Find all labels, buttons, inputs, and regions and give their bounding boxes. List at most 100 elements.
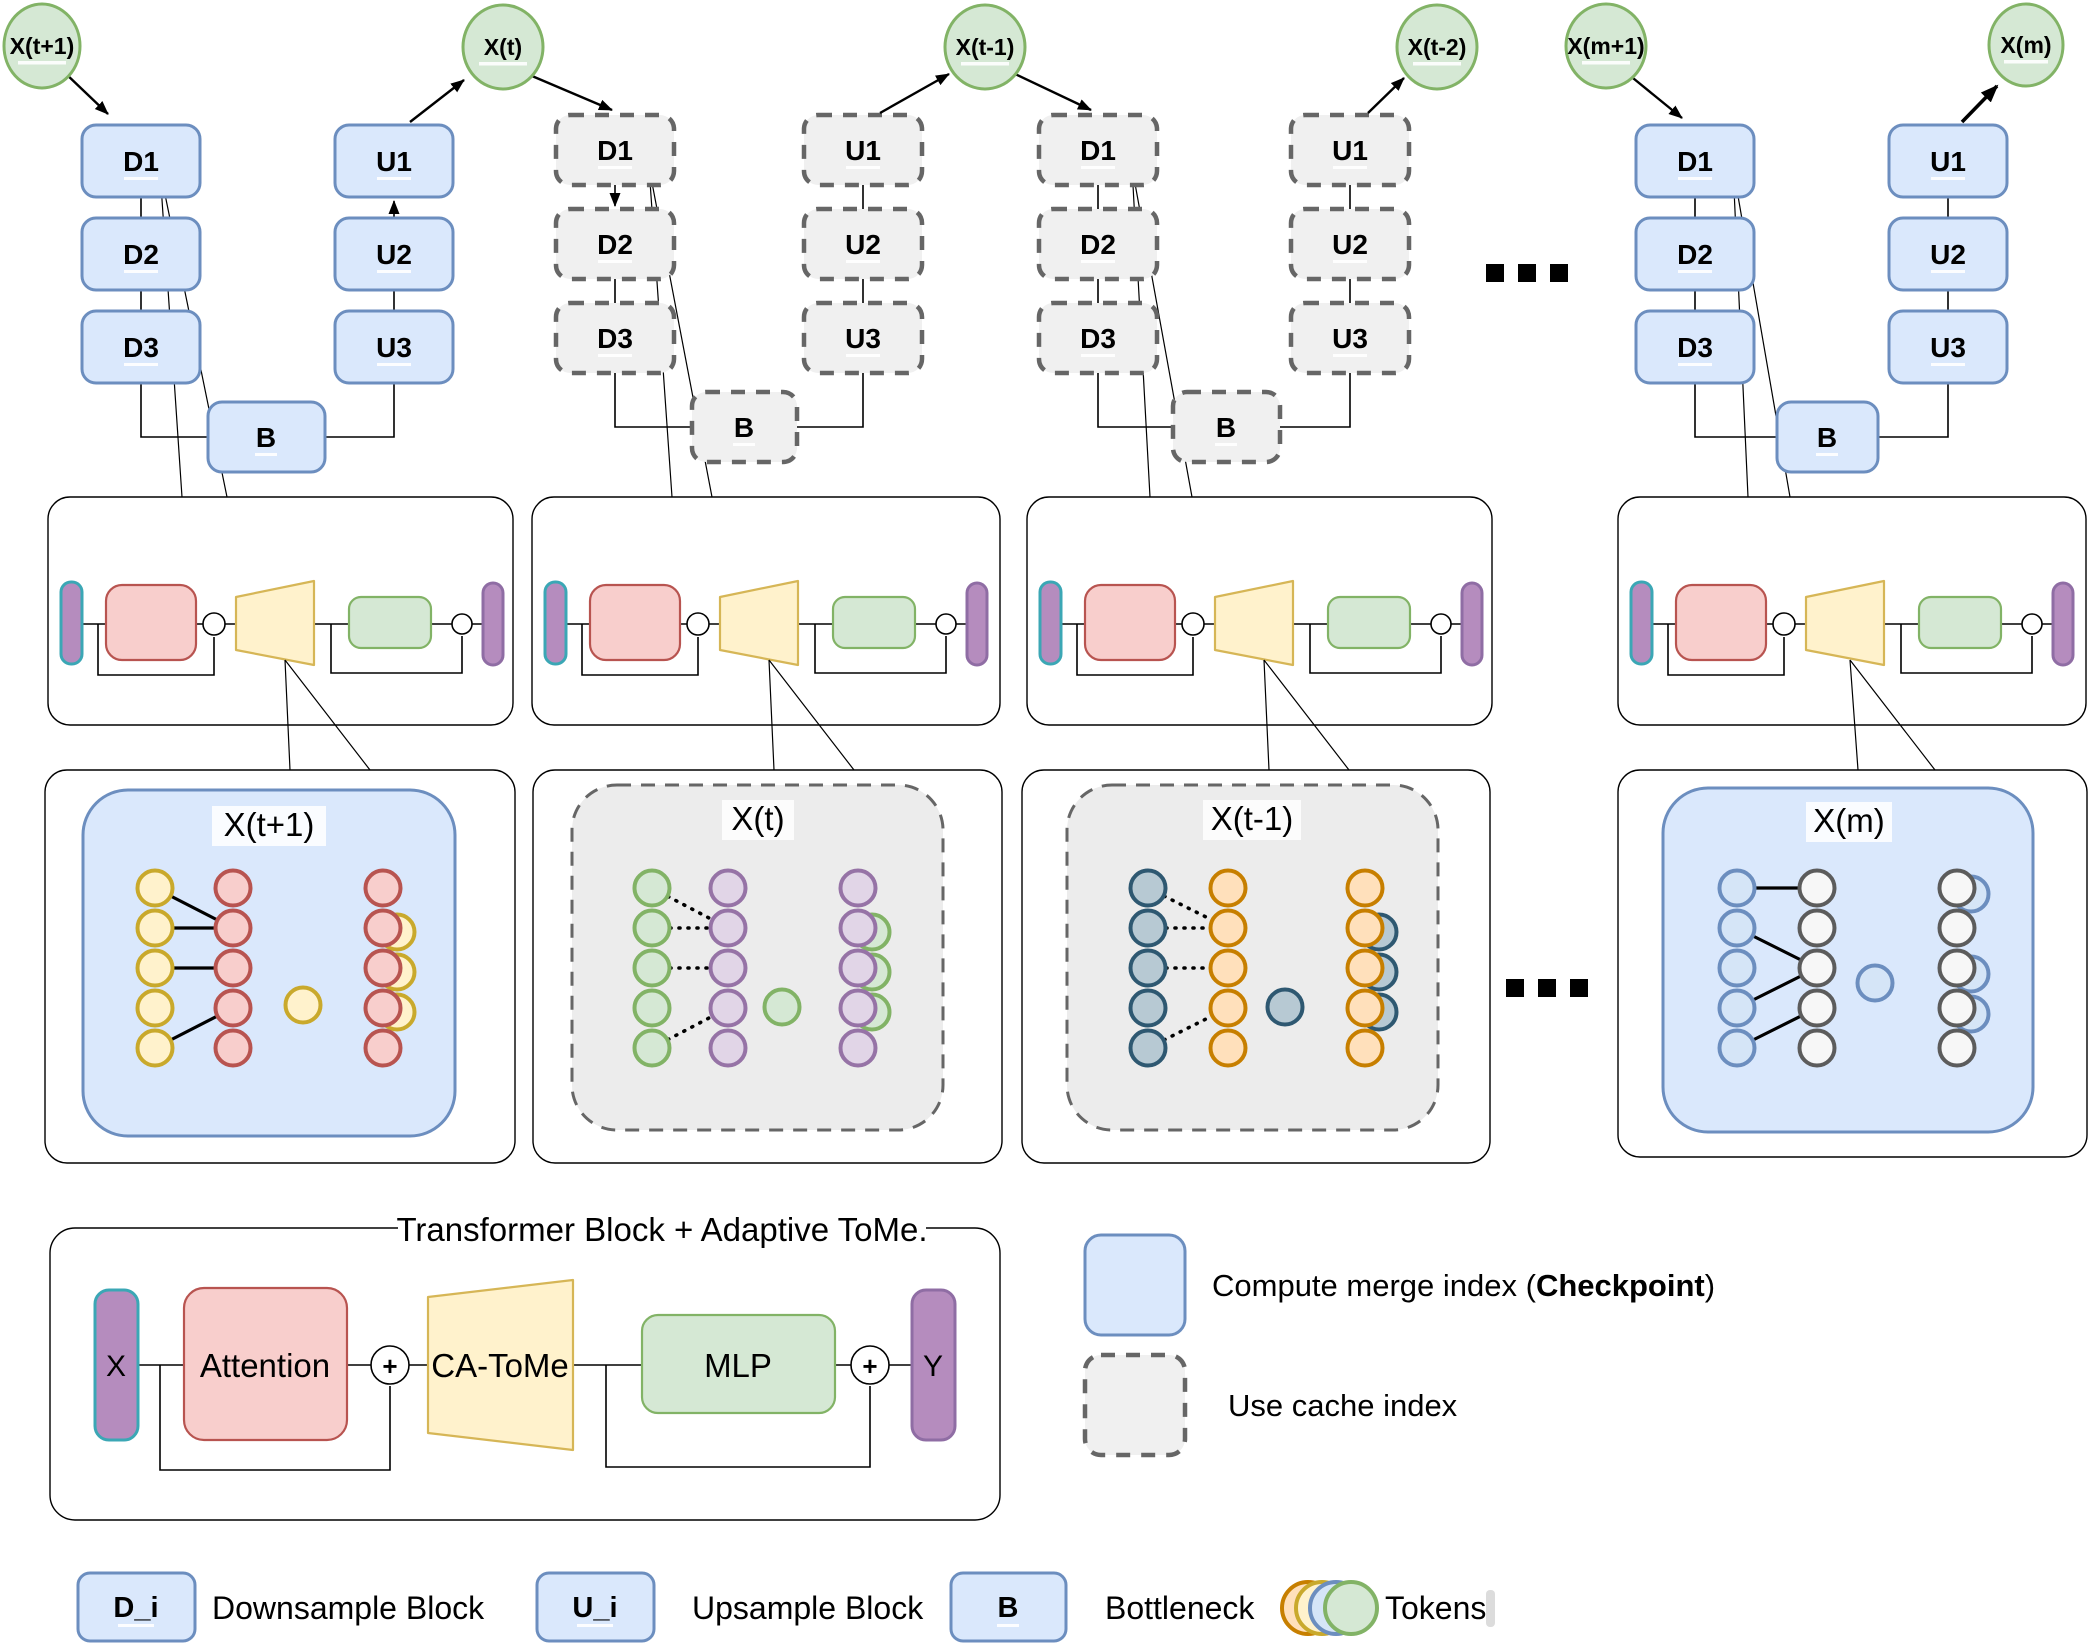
plus-label: +	[382, 1351, 397, 1381]
u1-block	[801, 112, 925, 188]
ca-tome-trapezoid	[1804, 579, 1886, 667]
mlp-block	[347, 595, 433, 650]
single-token	[283, 985, 323, 1025]
u1-block	[1887, 123, 2009, 199]
token-panel-xm: X(m)	[1661, 786, 2035, 1134]
x-bar	[93, 1288, 140, 1442]
d2-block	[1634, 216, 1756, 292]
timestep-xt1-label: X(t+1)	[10, 33, 75, 59]
bottleneck-block	[1170, 389, 1283, 465]
attention-block	[1083, 583, 1177, 662]
source-tokens	[1717, 868, 1757, 1068]
single-token	[762, 987, 802, 1027]
x-bar	[1038, 580, 1063, 666]
downsample-label: Downsample Block	[212, 1590, 485, 1626]
token	[213, 908, 253, 948]
token	[632, 988, 672, 1028]
token	[1797, 988, 1837, 1028]
source-tokens	[135, 868, 175, 1068]
downsample-swatch-label: D_i	[113, 1592, 158, 1624]
token	[363, 948, 403, 988]
transformer-detail: Transformer Block + Adaptive ToMe. X Att…	[49, 1210, 1001, 1521]
add-circle	[686, 612, 710, 636]
detail-title: Transformer Block + Adaptive ToMe.	[397, 1211, 928, 1248]
single-token	[1855, 963, 1895, 1003]
x-label: X	[106, 1350, 126, 1383]
unet-1-checkpoint: D1 D2 D3 B U1 U2 U3	[80, 123, 455, 498]
y-bar	[2051, 581, 2075, 667]
token	[1345, 988, 1385, 1028]
add-circle	[370, 1345, 410, 1385]
token	[1937, 868, 1977, 908]
mini-transformer-4	[1617, 496, 2087, 771]
add-circle	[2021, 613, 2043, 635]
u1-label: U1	[376, 146, 412, 177]
token	[1797, 868, 1837, 908]
attention-label: Attention	[200, 1347, 330, 1384]
attention-block	[104, 583, 198, 662]
token	[1128, 1028, 1168, 1068]
timestep-xm1-label: X(m+1)	[1567, 33, 1644, 59]
timestep-xm-label: X(m)	[2000, 32, 2051, 58]
add-circle	[935, 613, 957, 635]
d2-block	[1036, 206, 1160, 282]
arrow-u1-to-xt-1	[879, 72, 950, 115]
token	[1345, 908, 1385, 948]
token	[135, 948, 175, 988]
d3-label: D3	[1080, 323, 1116, 354]
connector-lines	[1694, 197, 1949, 438]
ca-tome-trapezoid	[426, 1278, 575, 1452]
connector-lines	[1097, 185, 1351, 428]
token	[1937, 948, 1977, 988]
y-bar	[481, 581, 505, 667]
attention-block	[1674, 583, 1768, 662]
connector-lines	[140, 197, 395, 438]
d1-label: D1	[1080, 135, 1116, 166]
panel-title: X(t+1)	[224, 806, 315, 843]
single-token	[1265, 987, 1305, 1027]
token	[1717, 868, 1757, 908]
token-panel-xt-1: X(t-1)	[1065, 783, 1440, 1132]
y-bar	[910, 1288, 957, 1442]
token	[708, 908, 748, 948]
mini-transformer-2	[531, 496, 1001, 771]
d3-block	[80, 309, 202, 385]
d2-block	[553, 206, 677, 282]
u3-label: U3	[1332, 323, 1368, 354]
token	[838, 988, 878, 1028]
callout-wedge	[1263, 659, 1350, 771]
d2-label: D2	[1080, 229, 1116, 260]
u3-block	[1288, 300, 1412, 376]
b-label: B	[1817, 422, 1837, 453]
token	[135, 868, 175, 908]
x-bar	[59, 580, 84, 666]
plus-label: +	[862, 1351, 877, 1381]
upsample-swatch-label: U_i	[572, 1592, 617, 1624]
token	[1128, 908, 1168, 948]
token	[708, 1028, 748, 1068]
d1-label: D1	[597, 135, 633, 166]
merged-tokens	[213, 868, 253, 1068]
merged-tokens	[1208, 868, 1248, 1068]
token	[1128, 868, 1168, 908]
b-label: B	[256, 422, 276, 453]
merged-tokens	[1797, 868, 1837, 1068]
bottleneck-block	[1775, 400, 1880, 474]
u3-block	[333, 309, 455, 385]
timestep-nodes: X(t+1) X(t) X(t-1) X(t-2) X(m+1) X(m)	[2, 2, 2065, 91]
add-circle	[202, 612, 226, 636]
output-tokens	[363, 868, 417, 1068]
cache-swatch	[1082, 1352, 1188, 1458]
add-circle	[451, 613, 473, 635]
token	[1937, 908, 1977, 948]
bottleneck-swatch	[949, 1571, 1068, 1643]
attention-block	[588, 583, 682, 662]
d3-label: D3	[123, 332, 159, 363]
y-bar	[1460, 581, 1484, 667]
ca-tome-trapezoid	[718, 579, 800, 667]
upsample-label: Upsample Block	[692, 1590, 924, 1626]
timestep-xt1	[2, 2, 82, 90]
timestep-xm	[1987, 2, 2065, 88]
d2-block	[80, 216, 202, 292]
checkpoint-swatch	[1083, 1233, 1187, 1337]
